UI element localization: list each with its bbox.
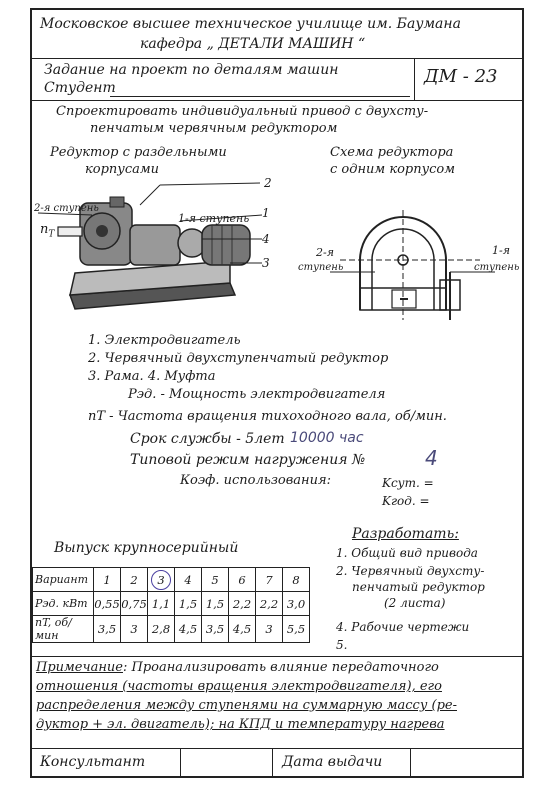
callout-3: 3 — [262, 256, 270, 270]
consultant-label: Консультант — [40, 754, 146, 770]
legend-power: Pэд. - Мощность электродвигателя — [128, 387, 386, 402]
power-6: 2,2 — [228, 591, 256, 616]
variant-4: 4 — [174, 567, 202, 592]
k-day: Kсут. = — [382, 476, 434, 490]
legend-item3: 3. Рама. 4. Муфта — [88, 369, 216, 384]
speed-7: 3 — [255, 615, 283, 643]
load-mode: Типовой режим нагружения № — [130, 452, 366, 468]
service-life: Срок службы - 5лет — [130, 431, 285, 447]
develop-item2a: 2. Червячный двухсту- — [336, 564, 485, 578]
develop-item4: 4. Рабочие чертежи — [336, 620, 470, 634]
student-label: Студент — [44, 80, 116, 96]
header-divider — [30, 58, 524, 59]
document-code: ДМ - 23 — [424, 66, 498, 87]
task-divider — [30, 100, 524, 101]
variant-2: 2 — [120, 567, 148, 592]
develop-item5: 5. — [336, 638, 348, 652]
speed-row: nT, об/мин 3,5 3 2,8 4,5 3,5 4,5 3 5,5 — [32, 615, 310, 643]
scheme-stage1-a: 1-я — [492, 244, 510, 257]
scheme-stage1-b: ступень — [474, 262, 520, 273]
footer-divider — [30, 748, 524, 749]
department-name: кафедра „ ДЕТАЛИ МАШИН “ — [140, 36, 366, 52]
sheet-frame — [30, 8, 524, 778]
assignment-line2: пенчатым червячным редуктором — [90, 121, 338, 136]
variant-3: 3 — [147, 567, 175, 592]
callout-2: 2 — [264, 176, 272, 190]
variant-6: 6 — [228, 567, 256, 592]
variant-1: 1 — [93, 567, 121, 592]
note-line4: дуктор + эл. двигатель); на КПД и темпер… — [36, 717, 445, 732]
k-year: Kгод. = — [382, 494, 430, 508]
variant-8: 8 — [282, 567, 310, 592]
callout-1: 1 — [262, 206, 270, 220]
speed-5: 3,5 — [201, 615, 229, 643]
right-figure-title1: Схема редуктора — [330, 145, 454, 160]
legend-item1: 1. Электродвигатель — [88, 333, 241, 348]
legend-item2: 2. Червячный двухступенчатый редуктор — [88, 351, 389, 366]
speed-header: nT, об/мин — [32, 615, 94, 643]
service-life-hand: 10000 час — [290, 430, 364, 446]
scheme-stage2-a: 2-я — [316, 246, 334, 259]
load-mode-hand: 4 — [425, 446, 438, 470]
left-figure-title2: корпусами — [85, 162, 160, 177]
issue-date-label: Дата выдачи — [282, 754, 383, 770]
note-line2: отношения (частоты вращения электродвига… — [36, 679, 442, 694]
right-figure-title2: с одним корпусом — [330, 162, 456, 177]
speed-4: 4,5 — [174, 615, 202, 643]
reducer-drawing — [37, 182, 263, 310]
code-divider — [414, 58, 415, 100]
variant-5: 5 — [201, 567, 229, 592]
speed-6: 4,5 — [228, 615, 256, 643]
power-header: Pэд. кВт — [32, 591, 94, 616]
assignment-line1: Спроектировать индивидуальный привод с д… — [56, 104, 429, 119]
speed-8: 5,5 — [282, 615, 310, 643]
variant-table: Вариант 1 2 3 4 5 6 7 8 Pэд. кВт 0,55 0,… — [32, 567, 310, 643]
develop-item2b: пенчатый редуктор — [352, 580, 485, 594]
speed-2: 3 — [120, 615, 148, 643]
variant-7: 7 — [255, 567, 283, 592]
power-7: 2,2 — [255, 591, 283, 616]
power-8: 3,0 — [282, 591, 310, 616]
footer-split-2 — [272, 748, 273, 778]
stage2-label: 2-я ступень — [34, 203, 99, 214]
left-figure-title1: Редуктор с раздельными — [50, 145, 227, 160]
task-title: Задание на проект по деталям машин — [44, 62, 339, 78]
output-speed-label: nT — [40, 222, 55, 240]
usage-coef: Коэф. использования: — [180, 473, 331, 488]
variant-header: Вариант — [32, 567, 94, 592]
legend-speed: nT - Частота вращения тихоходного вала, … — [88, 409, 447, 424]
scheme-stage2-b: ступень — [298, 262, 344, 273]
variant-row: Вариант 1 2 3 4 5 6 7 8 — [32, 567, 310, 592]
power-row: Pэд. кВт 0,55 0,75 1,1 1,5 1,5 2,2 2,2 3… — [32, 591, 310, 616]
note-divider — [30, 656, 524, 657]
student-line — [110, 96, 410, 97]
stage1-label: 1-я ступень — [178, 212, 250, 225]
footer-split-1 — [180, 748, 181, 778]
scheme-drawing — [330, 210, 495, 320]
power-4: 1,5 — [174, 591, 202, 616]
power-3: 1,1 — [147, 591, 175, 616]
develop-title: Разработать: — [352, 526, 459, 542]
develop-item1: 1. Общий вид привода — [336, 546, 478, 560]
school-name: Московское высшее техническое училище им… — [40, 16, 461, 32]
speed-1: 3,5 — [93, 615, 121, 643]
power-1: 0,55 — [93, 591, 121, 616]
note-line1: Примечание: Проанализировать влияние пер… — [36, 660, 439, 675]
speed-3: 2,8 — [147, 615, 175, 643]
develop-item2c: (2 листа) — [384, 596, 446, 610]
production-type: Выпуск крупносерийный — [54, 540, 239, 556]
power-2: 0,75 — [120, 591, 148, 616]
callout-4: 4 — [262, 232, 270, 246]
power-5: 1,5 — [201, 591, 229, 616]
footer-split-3 — [410, 748, 411, 778]
note-line3: распределения между ступенями на суммарн… — [36, 698, 457, 713]
